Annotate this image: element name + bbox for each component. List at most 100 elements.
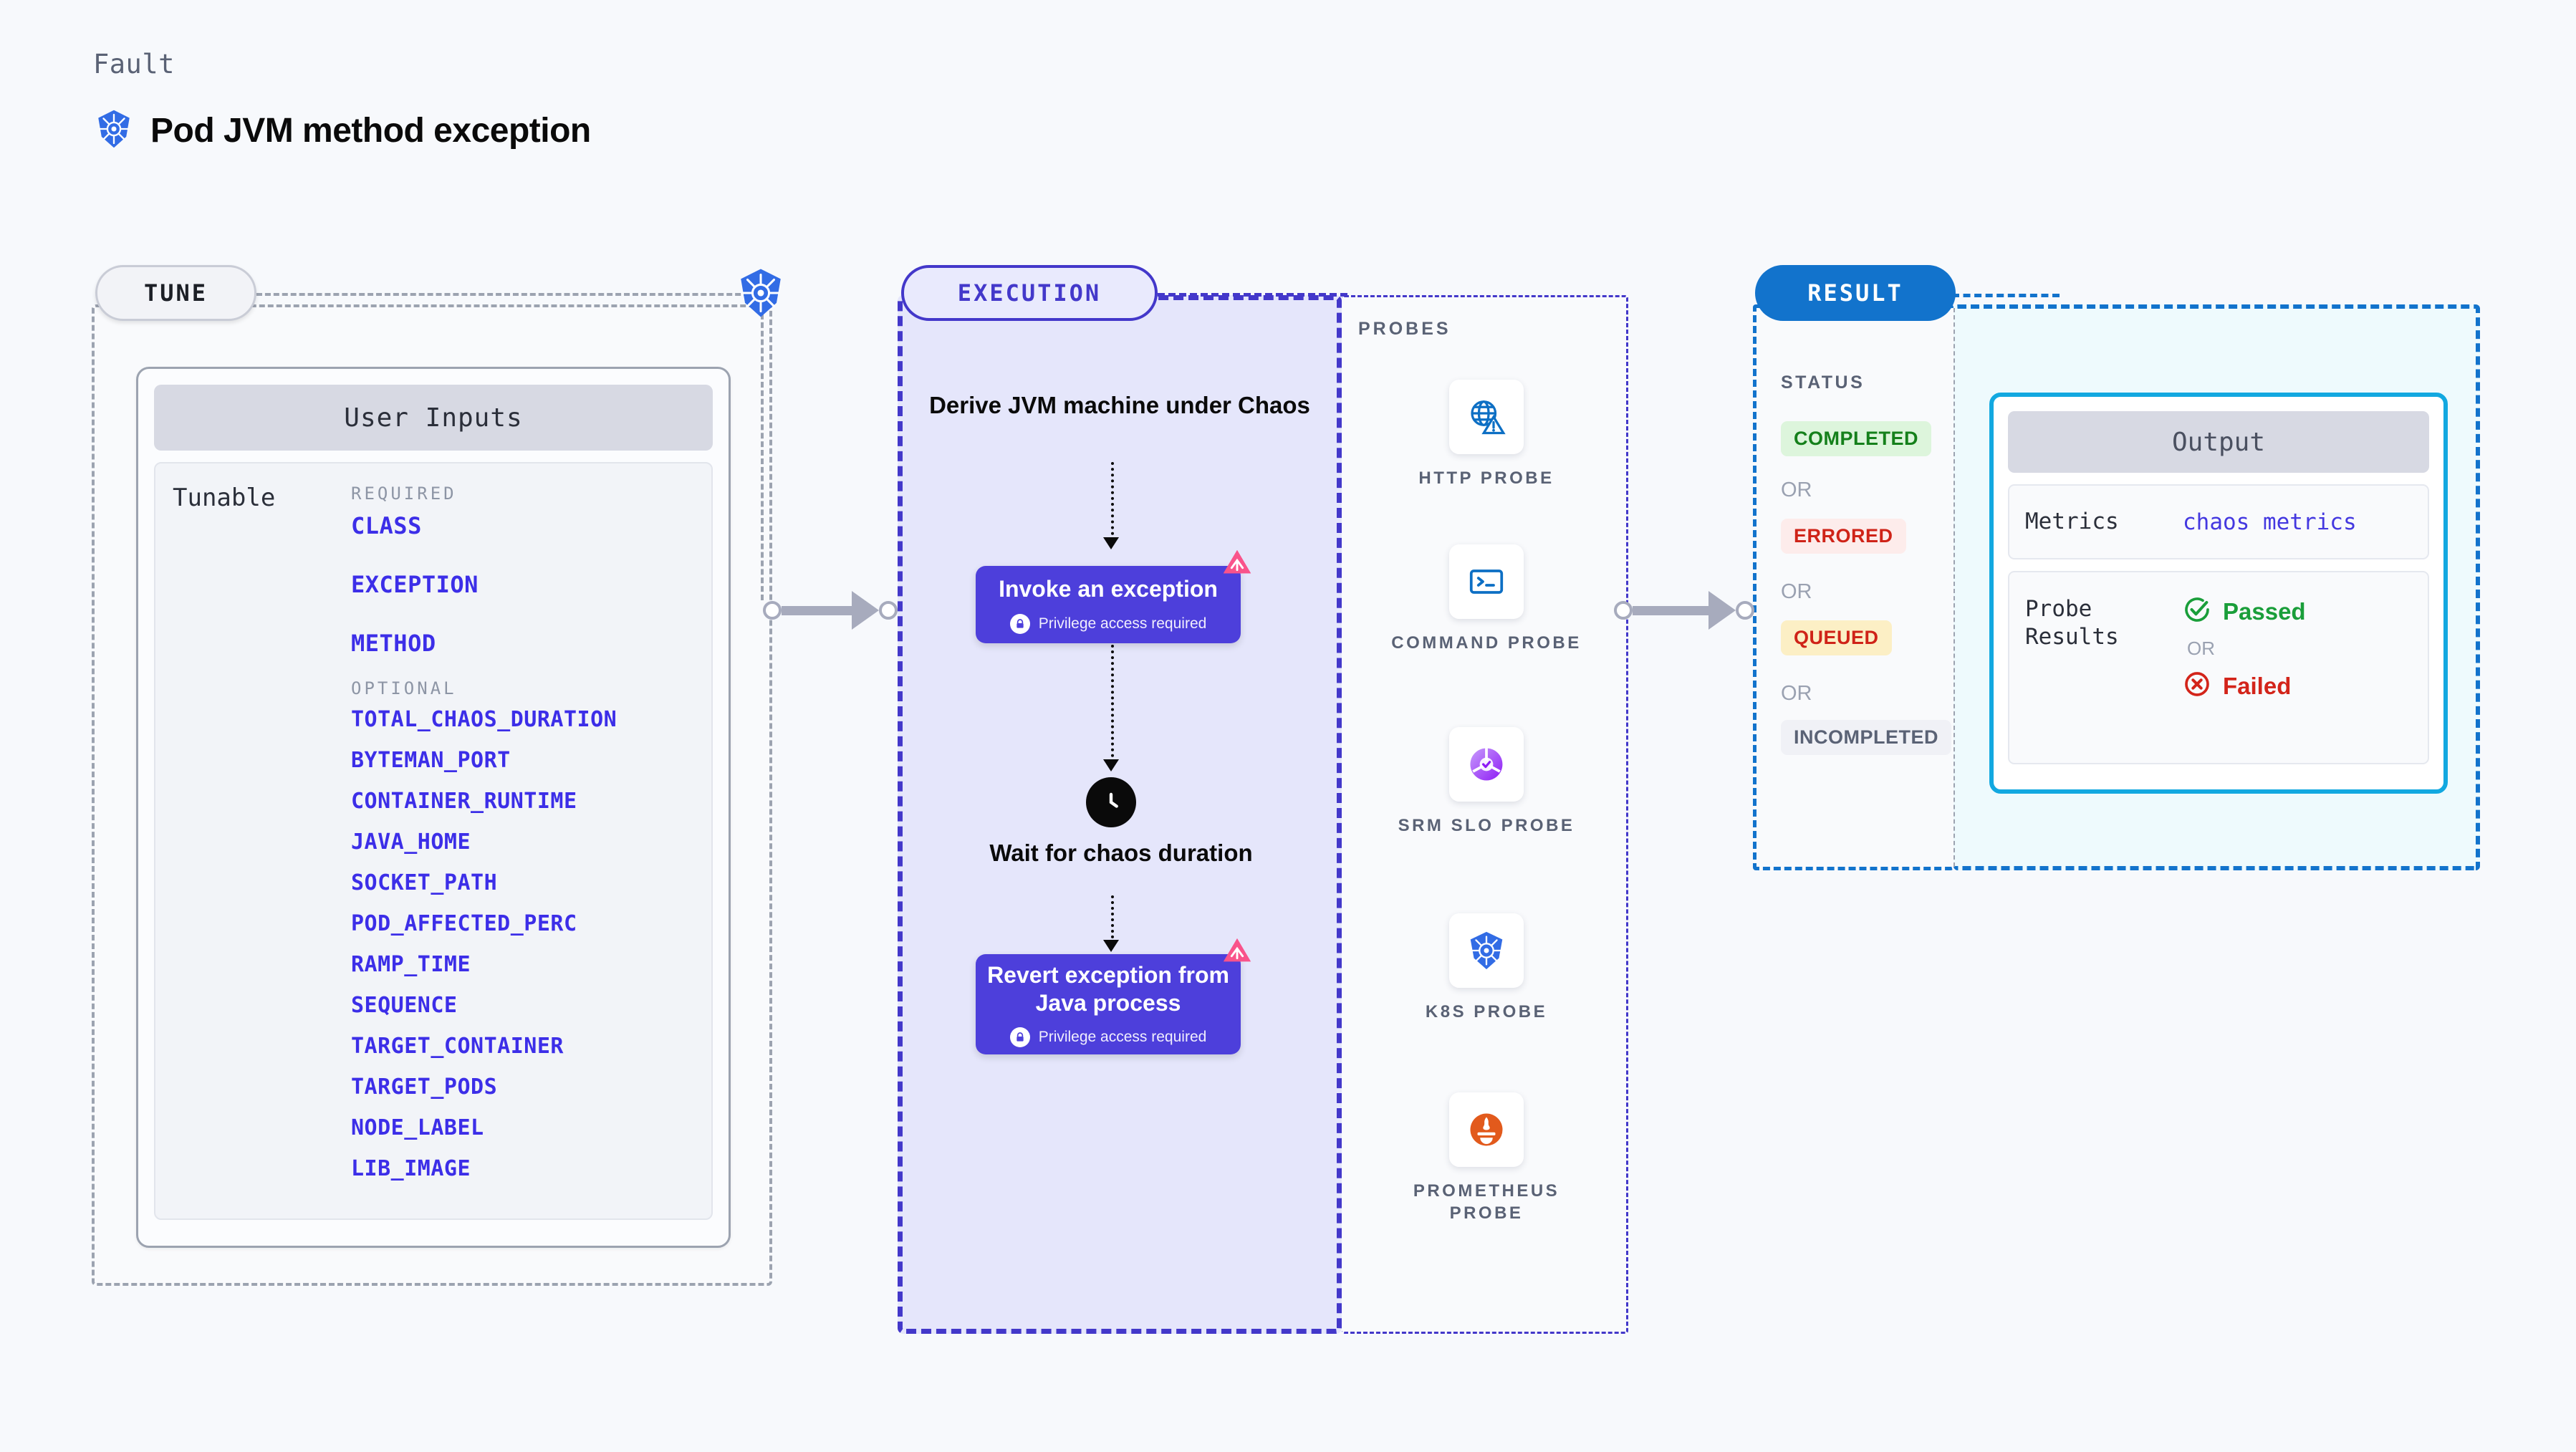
tunable-byteman-port[interactable]: BYTEMAN_PORT	[351, 748, 511, 773]
tunable-row-label: Tunable	[173, 484, 276, 512]
output-card: Output Metrics chaos metrics Probe Resul…	[1989, 393, 2448, 794]
probe-label: HTTP PROBE	[1418, 468, 1554, 488]
status-or-label: OR	[1781, 479, 1812, 501]
connector-tune-to-execution	[763, 591, 898, 630]
tag-execution[interactable]: EXECUTION	[901, 265, 1158, 321]
tunable-node-label[interactable]: NODE_LABEL	[351, 1115, 484, 1140]
tunable-java-home[interactable]: JAVA_HOME	[351, 830, 471, 855]
flow-arrow-1-head	[1103, 537, 1119, 549]
failed-label: Failed	[2223, 672, 2292, 699]
tunable-ramp-time[interactable]: RAMP_TIME	[351, 952, 471, 977]
clock-icon	[1086, 777, 1136, 827]
required-group: REQUIRED CLASS EXCEPTION METHOD	[351, 484, 711, 657]
tag-result[interactable]: RESULT	[1755, 265, 1956, 321]
probe-results-values: Passed OR Failed	[2183, 595, 2306, 763]
flow-arrow-3-line	[1111, 895, 1114, 944]
page-title: Pod JVM method exception	[150, 112, 591, 150]
connector-end-dot	[1736, 601, 1754, 620]
passed-label: Passed	[2223, 597, 2306, 625]
probe-results-row: Probe Results Passed OR	[2008, 571, 2429, 764]
execution-step-title: Derive JVM machine under Chaos	[929, 392, 1310, 418]
user-inputs-title: User Inputs	[154, 385, 713, 451]
tunable-columns: REQUIRED CLASS EXCEPTION METHOD OPTIONAL…	[351, 484, 711, 1218]
kubernetes-icon	[93, 108, 135, 153]
output-title: Output	[2008, 411, 2429, 473]
revert-privilege-text: Privilege access required	[1038, 1029, 1207, 1046]
tunable-sequence[interactable]: SEQUENCE	[351, 993, 458, 1018]
tunable-exception[interactable]: EXCEPTION	[351, 571, 479, 598]
lock-icon	[1009, 1027, 1030, 1048]
metrics-key: Metrics	[2025, 509, 2119, 535]
invoke-privilege-note: Privilege access required	[1009, 613, 1207, 634]
status-badge-errored: ERRORED	[1781, 519, 1906, 554]
probe-item-prometheus[interactable]: PROMETHEUS PROBE	[1383, 1092, 1590, 1224]
invoke-exception-title: Invoke an exception	[999, 576, 1218, 602]
metrics-value[interactable]: chaos metrics	[2183, 509, 2357, 535]
tunable-container-runtime[interactable]: CONTAINER_RUNTIME	[351, 789, 577, 814]
check-circle-icon	[2183, 595, 2211, 628]
litmus-logo-icon	[1221, 936, 1254, 972]
page-header: Fault Pod JVM method exception	[93, 49, 591, 153]
tag-tune[interactable]: TUNE	[95, 265, 256, 321]
probes-heading: PROBES	[1358, 319, 1451, 339]
status-badge-queued: QUEUED	[1781, 620, 1892, 655]
metrics-row: Metrics chaos metrics	[2008, 484, 2429, 559]
result-tag-connector-line	[1952, 294, 2060, 297]
probe-item-command[interactable]: COMMAND PROBE	[1383, 544, 1590, 654]
status-heading: STATUS	[1781, 372, 1865, 393]
tunable-target-container[interactable]: TARGET_CONTAINER	[351, 1034, 564, 1059]
probe-item-srm-slo[interactable]: SRM SLO PROBE	[1383, 727, 1590, 837]
slo-gauge-icon	[1449, 727, 1524, 802]
prometheus-icon	[1449, 1092, 1524, 1167]
connector-start-dot	[763, 601, 782, 620]
flow-arrow-2-line	[1111, 645, 1114, 763]
litmus-logo-icon	[1221, 547, 1254, 584]
status-or-label: OR	[1781, 580, 1812, 603]
wait-for-chaos-title: Wait for chaos duration	[989, 840, 1253, 866]
connector-start-dot	[1614, 601, 1633, 620]
connector-arrowhead	[852, 591, 879, 630]
terminal-icon	[1449, 544, 1524, 619]
probe-item-http[interactable]: HTTP PROBE	[1383, 380, 1590, 489]
globe-warning-icon	[1449, 380, 1524, 454]
probe-label: SRM SLO PROBE	[1398, 816, 1575, 835]
tunable-socket-path[interactable]: SOCKET_PATH	[351, 870, 498, 895]
optional-group: OPTIONAL TOTAL_CHAOS_DURATION BYTEMAN_PO…	[351, 678, 711, 1181]
tunable-body: Tunable REQUIRED CLASS EXCEPTION METHOD …	[154, 462, 713, 1220]
invoke-exception-box[interactable]: Invoke an exception Privilege access req…	[976, 549, 1251, 643]
status-badge-incompleted: INCOMPLETED	[1781, 720, 1952, 755]
revert-privilege-note: Privilege access required	[1009, 1027, 1207, 1048]
tunable-target-pods[interactable]: TARGET_PODS	[351, 1074, 498, 1100]
lock-icon	[1009, 613, 1030, 634]
revert-exception-box[interactable]: Revert exception from Java process Privi…	[976, 938, 1251, 1054]
flow-arrow-1-line	[1111, 462, 1114, 541]
tunable-class[interactable]: CLASS	[351, 512, 422, 539]
probe-result-passed: Passed	[2183, 595, 2306, 628]
probe-label: PROMETHEUS PROBE	[1413, 1181, 1560, 1223]
invoke-privilege-text: Privilege access required	[1038, 615, 1207, 632]
result-status-panel	[1753, 304, 1953, 870]
connector-execution-to-result	[1614, 591, 1754, 630]
tune-tag-connector-line	[256, 293, 758, 296]
tunable-total-chaos-duration[interactable]: TOTAL_CHAOS_DURATION	[351, 707, 617, 732]
tunable-lib-image[interactable]: LIB_IMAGE	[351, 1156, 471, 1181]
tunable-pod-affected-perc[interactable]: POD_AFFECTED_PERC	[351, 911, 577, 936]
flow-arrow-3-head	[1103, 940, 1119, 952]
revert-exception-title: Revert exception from Java process	[987, 961, 1229, 1016]
fault-eyebrow-label: Fault	[93, 49, 175, 80]
status-badge-completed: COMPLETED	[1781, 421, 1932, 456]
required-heading: REQUIRED	[351, 484, 457, 504]
tune-kubernetes-badge-icon	[734, 266, 787, 323]
kubernetes-icon	[1449, 913, 1524, 988]
connector-bar	[1633, 605, 1710, 615]
optional-heading: OPTIONAL	[351, 678, 457, 698]
status-output-divider	[1953, 308, 1955, 867]
user-inputs-card: User Inputs Tunable REQUIRED CLASS EXCEP…	[136, 367, 731, 1248]
execution-tag-connector-line	[1158, 293, 1347, 297]
tune-kubernetes-marker-line	[761, 314, 764, 600]
probe-results-key: Probe Results	[2025, 596, 2119, 650]
flow-arrow-2-head	[1103, 759, 1119, 771]
probe-item-k8s[interactable]: K8S PROBE	[1383, 913, 1590, 1023]
title-row: Pod JVM method exception	[93, 108, 591, 153]
tunable-method[interactable]: METHOD	[351, 630, 436, 657]
